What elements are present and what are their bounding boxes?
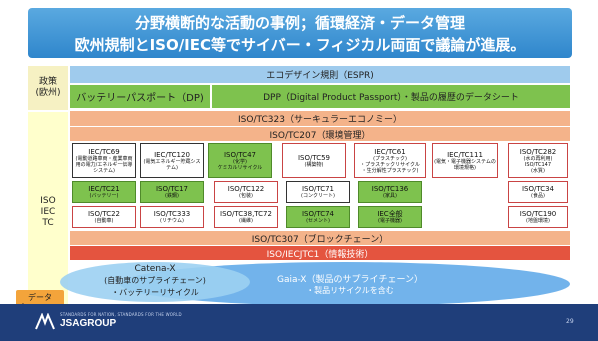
tc307-band: ISO/TC307（ブロックチェーン） [70,231,570,245]
gaiax-line1: Gaia-X（製品のサプライチェーン） [276,274,424,285]
tc-box-iso-tc190: ISO/TC190(地盤環境) [508,206,568,228]
catena-line3: ・バッテリーリサイクル [111,288,199,297]
tc-box-iec-general: IEC全般(電子機器) [358,206,422,228]
battery-passport-band: バッテリーパスポート（DP) [70,85,210,108]
tc-box-iec-tc69: IEC/TC69(電動道路車両・産業車両用の電力/エネルギー伝導システム) [72,143,136,178]
footer-brand: JSAGROUP [60,318,117,329]
dpp-band: DPP（Digital Product Passport）・製品の履歴のデータシ… [212,85,570,108]
footer-tagline: STANDARDS FOR NATION, STANDARDS FOR THE … [60,312,182,317]
catena-line2: (自動車のサプライチェーン) [104,276,206,285]
title-line-1: 分野横断的な活動の事例；循環経済・データ管理 [134,14,465,32]
tc-box-iso-tc47: ISO/TC47(化学) ケミカルリサイクル [208,143,272,178]
tc207-band: ISO/TC207（環境管理） [70,127,570,141]
tc323-band: ISO/TC323（サーキュラーエコノミー） [70,111,570,126]
tc-box-iec-tc120: IEC/TC120(電気エネルギー貯蔵システム) [140,143,204,178]
tc-box-iec-tc111: IEC/TC111(電気・電子機器システムの環境規格) [432,143,498,178]
tc-box-iso-tc22: ISO/TC22(自動車) [72,206,136,228]
tc-box-iso-tc122: ISO/TC122(包装) [214,181,278,203]
gaiax-line2: ・製品リサイクルを含む [306,286,394,295]
jtc1-band: ISO/IECJTC1（情報技術） [70,246,570,260]
jsa-logo-icon [34,312,56,331]
tc-box-iso-tc59: ISO/TC59(構築物) [282,143,346,178]
tc-box-iso-tc282: ISO/TC282(水の再利用) ISO/TC147 (水質) [508,143,568,178]
tc-box-iec-tc61: IEC/TC61(プラスチック) ・プラスチックリサイクル ・生分解性プラスチッ… [354,143,426,178]
slide-title: 分野横断的な活動の事例；循環経済・データ管理 欧州規制とISO/IEC等でサイバ… [28,8,572,58]
footer-bar [0,304,598,341]
page-number: 29 [566,318,574,325]
tc-box-iso-tc74: ISO/TC74(セメント) [286,206,350,228]
policy-label: 政策 (欧州) [28,66,68,110]
iso-label: ISO IEC TC [28,112,68,312]
catena-title: Catena-X [134,263,176,274]
tc-box-iec-tc21: IEC/TC21(バッテリー) [72,181,136,203]
tc-box-iso-tc136: ISO/TC136(家具) [358,181,422,203]
title-line-2: 欧州規制とISO/IEC等でサイバー・フィジカル両面で議論が進展。 [74,36,526,54]
ecodesign-band: エコデザイン規則（ESPR) [70,66,570,83]
tc-box-iso-tc38-tc72: ISO/TC38,TC72(繊維) [214,206,278,228]
tc-box-iso-tc333: ISO/TC333(リチウム) [140,206,204,228]
catena-ellipse [60,262,250,302]
tc-box-iso-tc17: ISO/TC17(鉄鋼) [140,181,204,203]
tc-box-iso-tc71: ISO/TC71(コンクリート) [286,181,350,203]
tc-box-iso-tc34: ISO/TC34(食品) [508,181,568,203]
